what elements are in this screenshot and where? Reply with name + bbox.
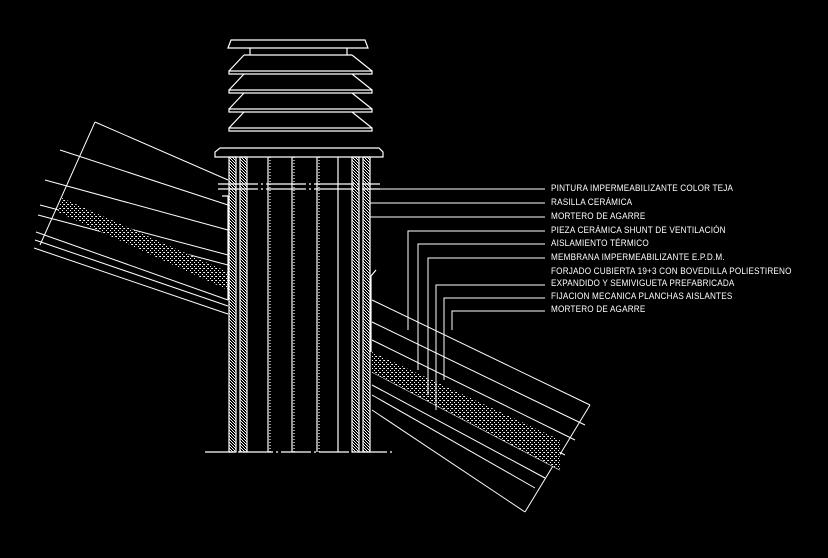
cap-louvre-slat [228, 54, 373, 75]
label-aislamiento: AISLAMIENTO TÉRMICO [551, 238, 649, 249]
cap-louvre-slat [228, 92, 373, 113]
left-roof-layer-line [34, 239, 229, 307]
right-roof-layer-line [371, 321, 586, 426]
left-roof-edge [39, 121, 96, 246]
label-membrana: MEMBRANA IMPERMEABILIZANTE E.P.D.M. [551, 252, 725, 263]
right-roof-layer-line [371, 394, 536, 489]
label-pintura: PINTURA IMPERMEABILIZANTE COLOR TEJA [551, 183, 734, 194]
left-roof-layer-line [35, 231, 229, 301]
left-roof-layer-line [94, 121, 229, 181]
label-fijacion: FIJACION MECANICA PLANCHAS AISLANTES [551, 291, 733, 302]
ventilation-shunt-chimney [205, 39, 395, 453]
right-roof-layer-line [371, 409, 526, 513]
cap-louvre-slat [228, 111, 373, 132]
label-forjado-1: FORJADO CUBIERTA 19+3 CON BOVEDILLA POLI… [551, 266, 792, 277]
right-roof-layer-line [371, 384, 546, 479]
right-roof-layer-line [371, 339, 576, 441]
right-mortar-band [372, 352, 560, 470]
left-roof-layer-line [44, 179, 229, 231]
left-roof-layer-line [33, 247, 229, 315]
left-roof-section [33, 121, 229, 315]
label-forjado-2: EXPANDIDO Y SEMIVIGUETA PREFABRICADA [551, 278, 735, 289]
leader-lines [370, 188, 545, 410]
label-pieza-shunt: PIEZA CERÁMICA SHUNT DE VENTILACIÓN [551, 225, 726, 236]
label-rasilla: RASILLA CERÁMICA [551, 197, 633, 208]
cap-louvre-slat [228, 73, 373, 94]
label-mortero-1: MORTERO DE AGARRE [551, 211, 646, 222]
left-roof-layer-line [59, 149, 229, 206]
left-mortar-band [58, 198, 228, 290]
label-mortero-2: MORTERO DE AGARRE [551, 304, 646, 315]
